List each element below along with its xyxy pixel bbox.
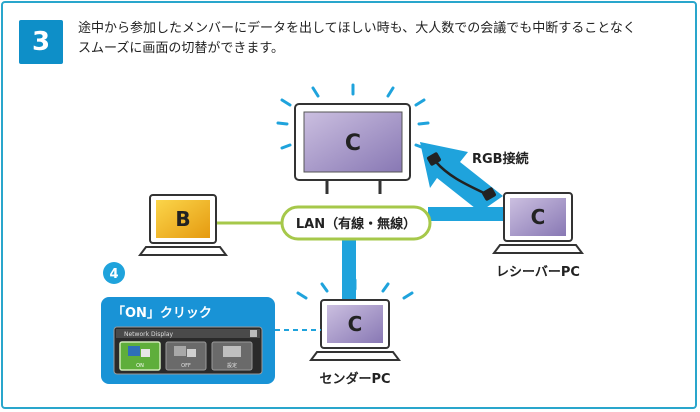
sender-caption: センダーPC <box>319 371 390 387</box>
laptop-b: B <box>138 194 228 256</box>
description-line-1: 途中から参加したメンバーにデータを出してほしい時も、大人数での会議でも中断するこ… <box>78 21 636 36</box>
app-off-monitor-icon <box>174 346 186 356</box>
app-settings-icon <box>223 346 241 357</box>
sender-glow-icon <box>296 278 414 300</box>
app-off-button[interactable]: OFF <box>165 341 207 371</box>
step-number-badge: 3 <box>19 20 63 64</box>
sender-screen-label: C <box>348 312 363 336</box>
sender-pc: C <box>309 299 401 361</box>
laptop-b-screen-label: B <box>175 207 190 231</box>
receiver-caption: レシーバーPC <box>496 265 580 280</box>
app-title: Network Display <box>124 331 174 338</box>
lan-cable-to-receiver <box>428 207 506 221</box>
svg-text:ON: ON <box>136 363 144 369</box>
callout-number: 4 <box>109 267 118 282</box>
svg-text:OFF: OFF <box>181 363 191 369</box>
rgb-cable <box>435 161 487 196</box>
receiver-screen-label: C <box>531 205 546 229</box>
svg-text:設定: 設定 <box>227 362 237 369</box>
lan-cable-to-sender <box>342 238 356 304</box>
lan-label: LAN（有線・無線） <box>296 216 416 232</box>
app-on-button[interactable]: ON <box>119 341 161 371</box>
projector-display: C <box>294 103 411 194</box>
app-close-icon <box>250 330 257 337</box>
app-settings-button[interactable]: 設定 <box>211 341 253 371</box>
callout-title: 「ON」クリック <box>112 305 212 321</box>
app-on-monitor-icon <box>128 346 140 356</box>
projector-glow-icon <box>276 83 430 150</box>
rgb-plug-bottom <box>482 187 496 201</box>
projector-screen-label: C <box>345 131 361 156</box>
lan-hub <box>280 205 432 241</box>
rgb-label: RGB接続 <box>472 151 529 167</box>
description-line-2: スムーズに画面の切替ができます。 <box>78 41 285 56</box>
receiver-pc: C <box>492 192 584 254</box>
step-description: 途中から参加したメンバーにデータを出してほしい時も、大人数での会議でも中断するこ… <box>78 19 688 59</box>
rgb-plug-top <box>427 152 441 166</box>
callout-number-badge <box>103 262 125 284</box>
